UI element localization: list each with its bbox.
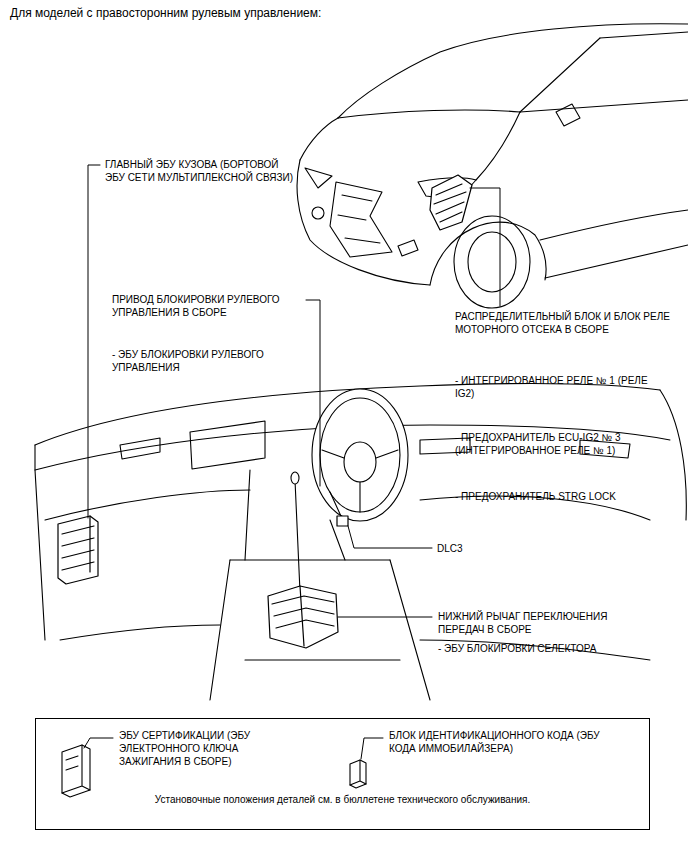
label-holder: - ЭБУ БЛОКИРОВКИ СЕЛЕКТОРА [438, 642, 658, 655]
part-label: ЭБУ СЕРТИФИКАЦИИ (ЭБУ ЭЛЕКТРОННОГО КЛЮЧА… [119, 729, 299, 768]
part-label: - ЭБУ БЛОКИРОВКИ РУЛЕВОГО УПРАВЛЕНИЯ [112, 348, 287, 374]
part-label: - ПРЕДОХРАНИТЕЛЬ ECU-IG2 № 3 (ИНТЕГРИРОВ… [455, 431, 660, 457]
certification-ecu-icon [62, 745, 90, 797]
car-outline [297, 24, 688, 308]
label-holder: - ИНТЕГРИРОВАННОЕ РЕЛЕ № 1 (РЕЛЕ IG2) [455, 374, 660, 400]
part-label: - ИНТЕГРИРОВАННОЕ РЕЛЕ № 1 (РЕЛЕ IG2) [455, 374, 660, 400]
label-holder: - ЭБУ БЛОКИРОВКИ РУЛЕВОГО УПРАВЛЕНИЯ [112, 348, 287, 374]
gear-lever [291, 472, 300, 592]
part-label: БЛОК ИДЕНТИФИКАЦИОННОГО КОДА (ЭБУ КОДА И… [389, 729, 604, 755]
steering-wheel [312, 389, 408, 525]
part-label: НИЖНИЙ РЫЧАГ ПЕРЕКЛЮЧЕНИЯ ПЕРЕДАЧ В СБОР… [438, 610, 638, 636]
part-label: - ЭБУ БЛОКИРОВКИ СЕЛЕКТОРА [438, 642, 658, 655]
inset-box: ЭБУ СЕРТИФИКАЦИИ (ЭБУ ЭЛЕКТРОННОГО КЛЮЧА… [35, 718, 650, 830]
label-holder: РАСПРЕДЕЛИТЕЛЬНЫЙ БЛОК И БЛОК РЕЛЕ МОТОР… [455, 310, 680, 336]
leader-line [470, 188, 500, 306]
body-ecu [58, 516, 98, 584]
dlc3-connector [337, 516, 348, 526]
label-holder: DLC3 [437, 542, 517, 555]
part-label: DLC3 [437, 542, 517, 555]
part-label: ГЛАВНЫЙ ЭБУ КУЗОВА (БОРТОВОЙ ЭБУ СЕТИ МУ… [105, 158, 300, 184]
leader-line [361, 738, 383, 759]
leader-line [84, 738, 113, 748]
part-label: ПРИВОД БЛОКИРОВКИ РУЛЕВОГО УПРАВЛЕНИЯ В … [112, 293, 304, 319]
text-holder: Установочные положения деталей см. в бюл… [36, 793, 649, 806]
dashboard-outline [35, 383, 686, 700]
leader-line [88, 165, 100, 518]
title-holder: Для моделей с правосторонним рулевым упр… [10, 6, 321, 21]
text-holder: ЭБУ СЕРТИФИКАЦИИ (ЭБУ ЭЛЕКТРОННОГО КЛЮЧА… [119, 729, 299, 768]
shifter-assembly [268, 586, 338, 648]
leader-line [338, 617, 432, 618]
label-holder: ГЛАВНЫЙ ЭБУ КУЗОВА (БОРТОВОЙ ЭБУ СЕТИ МУ… [105, 158, 300, 184]
junction-block [430, 175, 472, 230]
leader-line [348, 526, 432, 548]
immobiliser-ecu-icon [350, 760, 366, 788]
part-label: - ПРЕДОХРАНИТЕЛЬ STRG LOCK [455, 490, 660, 503]
text-holder: БЛОК ИДЕНТИФИКАЦИОННОГО КОДА (ЭБУ КОДА И… [389, 729, 604, 755]
label-holder: - ПРЕДОХРАНИТЕЛЬ STRG LOCK [455, 490, 660, 503]
label-holder: ПРИВОД БЛОКИРОВКИ РУЛЕВОГО УПРАВЛЕНИЯ В … [112, 293, 304, 319]
leader-line [306, 300, 320, 486]
page-title: Для моделей с правосторонним рулевым упр… [10, 6, 321, 21]
label-holder: - ПРЕДОХРАНИТЕЛЬ ECU-IG2 № 3 (ИНТЕГРИРОВ… [455, 431, 660, 457]
part-label: РАСПРЕДЕЛИТЕЛЬНЫЙ БЛОК И БЛОК РЕЛЕ МОТОР… [455, 310, 680, 336]
label-holder: НИЖНИЙ РЫЧАГ ПЕРЕКЛЮЧЕНИЯ ПЕРЕДАЧ В СБОР… [438, 610, 638, 636]
note-text: Установочные положения деталей см. в бюл… [36, 793, 649, 806]
